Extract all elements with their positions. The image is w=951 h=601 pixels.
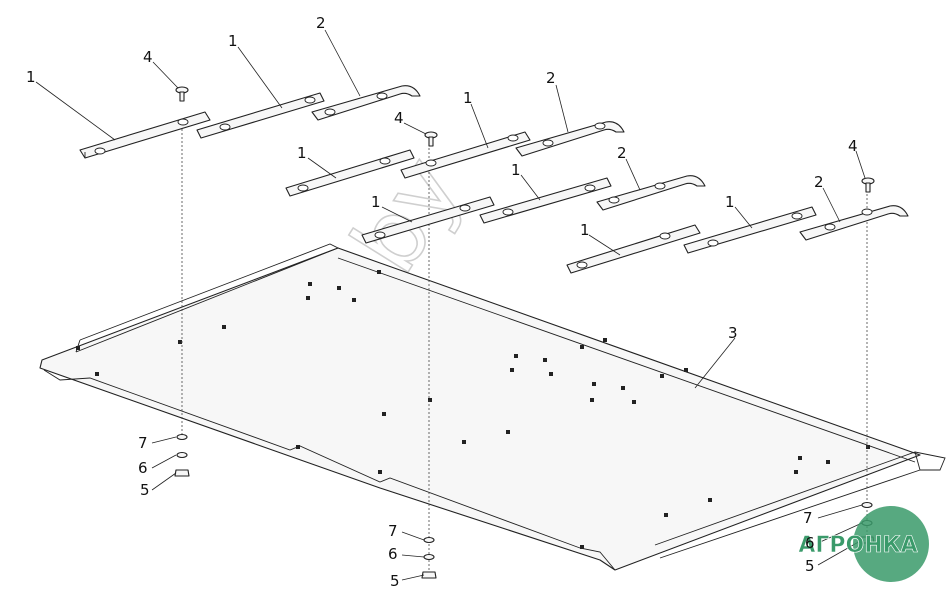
label-spring-washer: 7: [388, 522, 398, 540]
bolt: [424, 131, 438, 147]
logo-text: АГРОНКА: [798, 533, 917, 558]
agronka-logo: АГРОНКА: [798, 506, 929, 582]
label-washer: 6: [388, 545, 398, 563]
end-plate: [799, 205, 909, 241]
label-bolt: 4: [848, 137, 858, 155]
leader-lines: [35, 29, 866, 581]
end-plate: [515, 121, 625, 157]
label-washer: 6: [138, 459, 148, 477]
bolt: [861, 177, 875, 193]
strip: [566, 224, 701, 274]
label-strip: 1: [511, 161, 521, 179]
strip-parts: [79, 92, 817, 274]
label-nut: 5: [390, 572, 400, 590]
plate-holes: [76, 270, 870, 549]
label-strip: 1: [725, 193, 735, 211]
label-nut: 5: [140, 481, 150, 499]
base-plate: [39, 243, 946, 571]
part-labels: 1 1 2 4 1 1 2 4 1 1 2 1 1 2 4 3 7 6 5 7 …: [26, 14, 858, 590]
label-strip: 1: [580, 221, 590, 239]
strip: [479, 177, 612, 224]
fastener-stack: [174, 433, 190, 477]
label-spring-washer: 7: [803, 509, 813, 527]
label-washer: 6: [805, 534, 815, 552]
label-end-plate: 2: [546, 69, 556, 87]
label-strip: 1: [371, 193, 381, 211]
strip: [683, 206, 817, 254]
label-strip: 1: [228, 32, 238, 50]
label-end-plate: 2: [617, 144, 627, 162]
assembly-axes: [181, 125, 868, 575]
label-strip: 1: [26, 68, 36, 86]
strip: [285, 149, 415, 197]
label-base-plate: 3: [728, 324, 738, 342]
bolt-parts: [175, 86, 875, 193]
label-spring-washer: 7: [138, 434, 148, 452]
strip: [361, 196, 495, 244]
fastener-stack: [421, 536, 437, 579]
strip: [196, 92, 325, 139]
label-nut: 5: [805, 557, 815, 575]
label-end-plate: 2: [814, 173, 824, 191]
label-bolt: 4: [394, 109, 404, 127]
label-end-plate: 2: [316, 14, 326, 32]
strip: [400, 131, 531, 179]
end-plate: [596, 175, 706, 211]
bolt: [175, 86, 189, 102]
end-plate: [311, 85, 421, 121]
end-plate-parts: [311, 85, 909, 241]
label-strip: 1: [463, 89, 473, 107]
label-strip: 1: [297, 144, 307, 162]
label-bolt: 4: [143, 48, 153, 66]
strip: [79, 111, 211, 159]
